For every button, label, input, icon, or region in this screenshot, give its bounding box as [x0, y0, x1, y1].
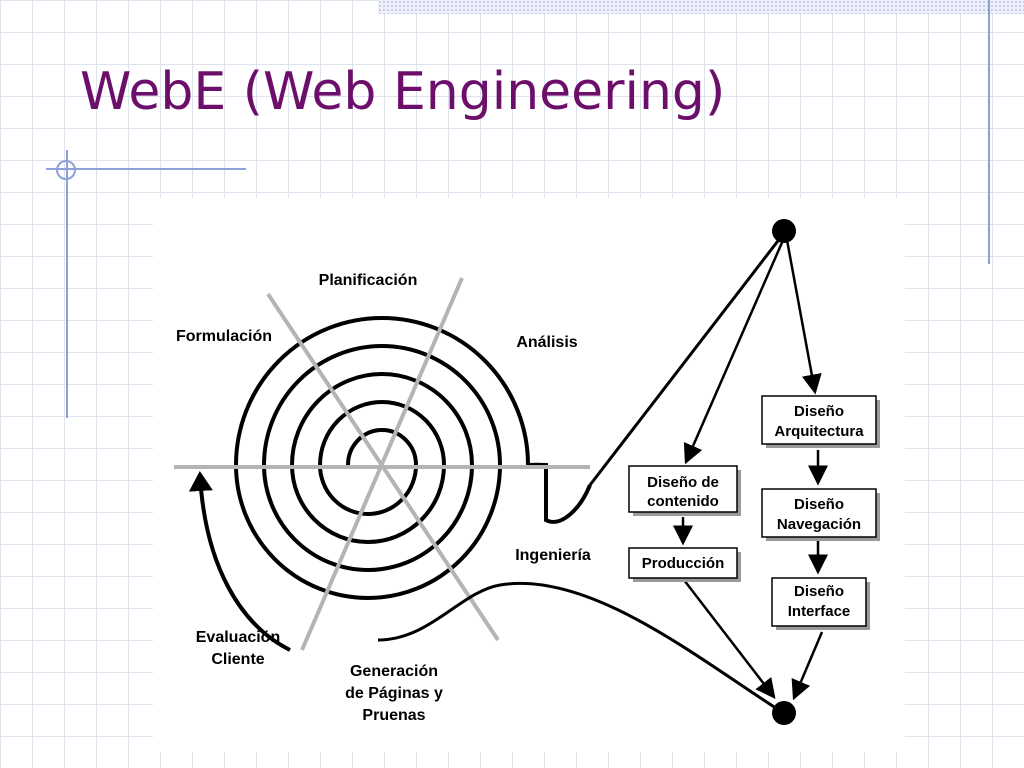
top-decorative-band: [378, 0, 1024, 14]
slide-title: WebE (Web Engineering): [80, 62, 726, 122]
spoke-diagonal-b: [300, 277, 464, 651]
decorative-vertical-line-left: [66, 150, 68, 418]
decorative-horizontal-line: [46, 168, 246, 170]
box-diseno-arquitectura-line2: Arquitectura: [774, 423, 864, 440]
label-generacion-line3: Pruenas: [362, 707, 425, 724]
arrow-interface-to-end: [791, 631, 824, 701]
arrow-start-to-contenido: [683, 237, 786, 465]
decorative-vertical-line-right: [988, 0, 990, 264]
diagram-panel: Diseño de contenido Producción Diseño Ar…: [153, 198, 905, 752]
box-produccion-label: Producción: [642, 555, 725, 572]
box-diseno-interface-line2: Interface: [788, 603, 851, 620]
label-formulacion: Formulación: [176, 328, 272, 345]
webe-process-diagram: Diseño de contenido Producción Diseño Ar…: [174, 219, 880, 725]
spiral-curve: [233, 316, 592, 600]
spoke-diagonal-a: [266, 292, 500, 642]
label-generacion-line2: de Páginas y: [345, 685, 443, 702]
box-diseno-contenido-line1: Diseño de: [647, 474, 719, 491]
start-node: [772, 219, 796, 243]
box-diseno-navegacion-line1: Diseño: [794, 496, 844, 513]
box-diseno-navegacion-line2: Navegación: [777, 516, 861, 533]
label-evaluacion-line2: Cliente: [211, 651, 264, 668]
box-diseno-arquitectura: Diseño Arquitectura: [761, 395, 880, 448]
label-generacion-line1: Generación: [350, 663, 438, 680]
spiral-to-start-node-line: [588, 232, 786, 486]
box-produccion: Producción: [628, 547, 741, 582]
box-diseno-contenido-line2: contenido: [647, 493, 719, 510]
decorative-ring-icon: [56, 160, 76, 180]
label-evaluacion-line1: Evaluación: [196, 629, 280, 646]
arrow-start-to-arquitectura: [785, 239, 822, 395]
box-diseno-contenido: Diseño de contenido: [628, 465, 741, 516]
label-planificacion: Planificación: [319, 272, 418, 289]
spiral-to-end-node-line: [377, 581, 783, 714]
box-diseno-interface-line1: Diseño: [794, 583, 844, 600]
box-diseno-arquitectura-line1: Diseño: [794, 403, 844, 420]
label-analisis: Análisis: [516, 334, 577, 351]
arrow-produccion-to-end: [683, 579, 776, 699]
evaluation-arrow: [188, 471, 291, 652]
box-diseno-interface: Diseño Interface: [771, 577, 870, 630]
end-node: [772, 701, 796, 725]
box-diseno-navegacion: Diseño Navegación: [761, 488, 880, 541]
label-ingenieria: Ingeniería: [515, 547, 591, 564]
